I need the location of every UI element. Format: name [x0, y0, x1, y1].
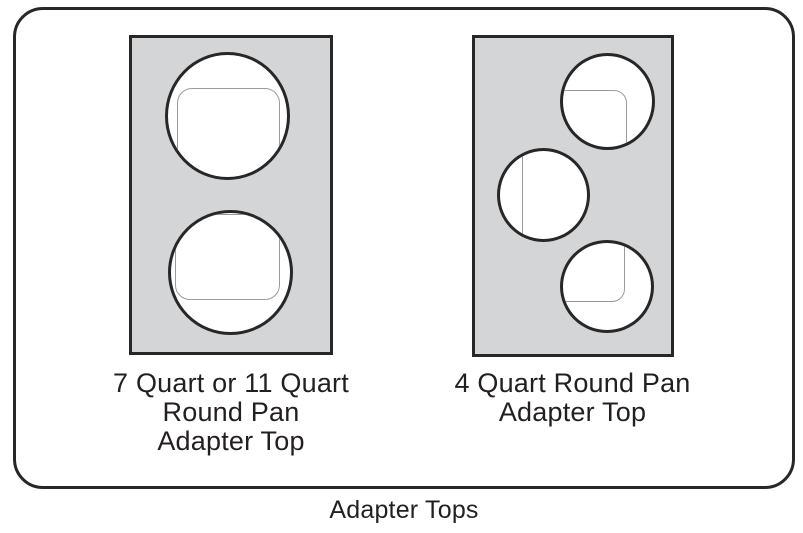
pan-opening-line: [175, 214, 280, 300]
round-hole: [560, 53, 655, 150]
plate-4-quart: [472, 35, 674, 357]
figure-frame: [13, 7, 795, 489]
label-line: Round Pan: [162, 397, 300, 427]
pan-opening-line: [177, 88, 280, 177]
round-hole: [165, 52, 290, 180]
pan-opening-line: [563, 90, 627, 147]
label-4-quart: 4 Quart Round Pan Adapter Top: [422, 369, 723, 427]
pan-opening-line: [522, 151, 587, 239]
round-hole: [560, 240, 654, 333]
label-line: Adapter Top: [157, 426, 305, 456]
label-line: 7 Quart or 11 Quart: [113, 368, 349, 398]
label-line: Adapter Top: [498, 397, 647, 427]
round-hole: [497, 148, 590, 242]
figure-caption: Adapter Tops: [329, 496, 479, 524]
plate-7-11-quart: [129, 35, 333, 355]
label-line: 4 Quart Round Pan: [454, 368, 691, 398]
round-hole: [168, 210, 293, 335]
pan-opening-line: [563, 243, 625, 302]
label-7-11-quart: 7 Quart or 11 Quart Round Pan Adapter To…: [81, 369, 381, 456]
